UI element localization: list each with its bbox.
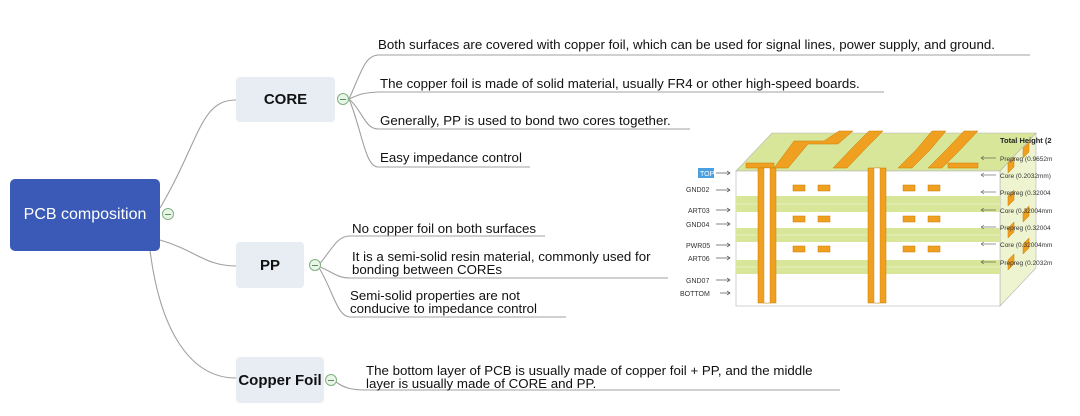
pcb-stackup-svg: TOP GND02 ART03 GND04 PWR05 ART06 GND07 …: [680, 130, 1052, 307]
layer-label-gnd02: GND02: [686, 187, 709, 194]
layer-label-gnd04: GND04: [686, 222, 709, 229]
root-label: PCB composition: [23, 206, 147, 223]
pp-item-2: It is a semi-solid resin material, commo…: [352, 249, 651, 277]
layer-spec-3: Prepreg (0.32004: [1000, 190, 1051, 197]
pcb-stackup-diagram: TOP GND02 ART03 GND04 PWR05 ART06 GND07 …: [678, 128, 1080, 310]
core-item-4: Easy impedance control: [380, 150, 522, 165]
layer-label-gnd07: GND07: [686, 278, 709, 285]
collapse-toggle-core[interactable]: [337, 93, 349, 105]
total-height-label: Total Height (2: [1000, 136, 1052, 145]
layer-label-art06: ART06: [688, 256, 710, 263]
layer-spec-1: Prepreg (0.9652m: [1000, 156, 1052, 163]
copper-foil-item-1: The bottom layer of PCB is usually made …: [366, 363, 813, 391]
core-item-2: The copper foil is made of solid materia…: [380, 76, 860, 91]
branch-copper-foil[interactable]: Copper Foil: [236, 357, 324, 403]
branch-pp-label: PP: [259, 256, 280, 274]
pp-item-1: No copper foil on both surfaces: [352, 221, 537, 236]
pp-item-3: Semi-solid properties are not conducive …: [350, 288, 538, 316]
layer-label-bottom: BOTTOM: [680, 291, 710, 298]
layer-label-top: TOP: [700, 171, 715, 178]
branch-core[interactable]: CORE: [236, 77, 335, 122]
branch-copper-foil-label: Copper Foil: [238, 371, 322, 389]
layer-label-art03: ART03: [688, 208, 710, 215]
core-item-3: Generally, PP is used to bond two cores …: [380, 113, 671, 128]
layer-spec-6: Core (0.32004mm: [1000, 242, 1052, 249]
branch-core-label: CORE: [263, 91, 308, 108]
layer-label-pwr05: PWR05: [686, 243, 710, 250]
root-node[interactable]: PCB composition: [10, 179, 160, 251]
collapse-toggle-pp[interactable]: [309, 259, 321, 271]
collapse-toggle-root[interactable]: [162, 208, 174, 220]
core-item-1: Both surfaces are covered with copper fo…: [378, 37, 995, 52]
layer-spec-5: Prepreg (0.32004: [1000, 225, 1051, 232]
layer-spec-2: Core (0.2032mm): [1000, 173, 1051, 180]
branch-pp[interactable]: PP: [236, 242, 304, 288]
layer-spec-7: Prepreg (0.2032m: [1000, 260, 1052, 267]
layer-spec-4: Core (0.32004mm: [1000, 208, 1052, 215]
collapse-toggle-copper-foil[interactable]: [325, 374, 337, 386]
